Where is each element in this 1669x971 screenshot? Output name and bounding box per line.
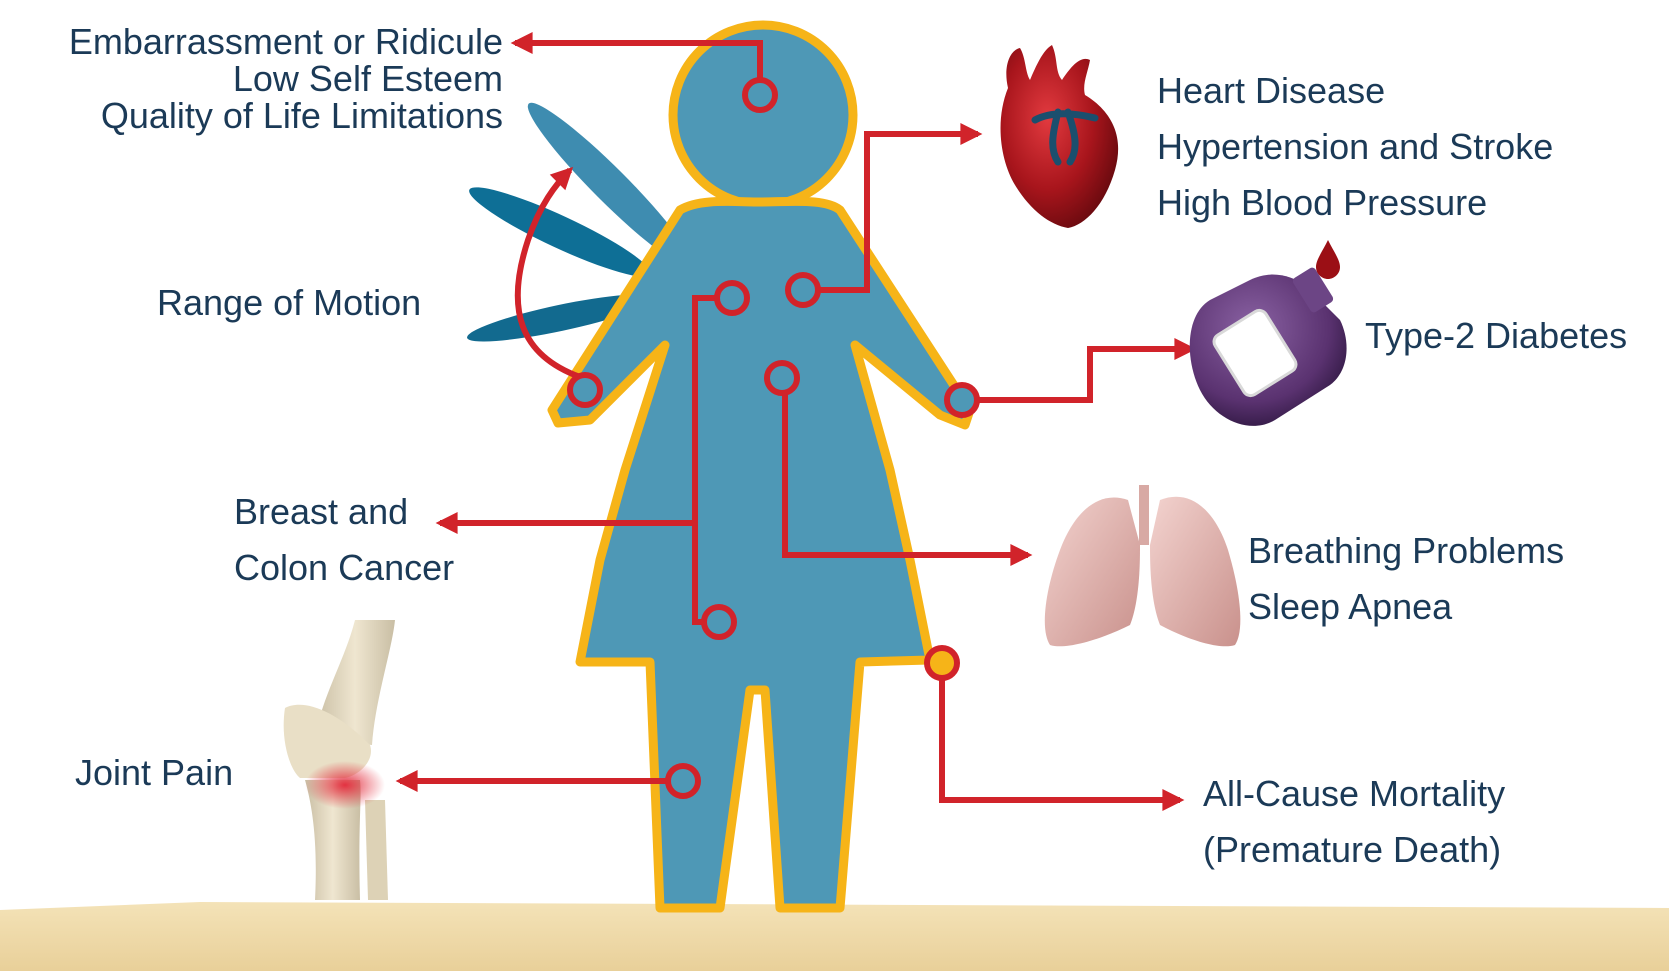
label-cancer-group: Breast and Colon Cancer — [234, 484, 454, 596]
label-self-esteem: Embarrassment or Ridicule Low Self Estee… — [69, 17, 503, 141]
label-type-2-diabetes-text: Type-2 Diabetes — [1365, 311, 1627, 361]
heart-icon — [1001, 45, 1119, 228]
node-abdomen — [767, 363, 797, 393]
label-range-of-motion-text: Range of Motion — [157, 278, 421, 328]
label-premature-death: (Premature Death) — [1203, 822, 1505, 878]
node-chest-left — [717, 283, 747, 313]
label-all-cause-mortality: All-Cause Mortality — [1203, 766, 1505, 822]
node-leg — [668, 766, 698, 796]
knee-joint-icon — [284, 620, 395, 900]
label-breathing-problems: Breathing Problems — [1248, 523, 1564, 579]
node-lower-abdomen — [704, 607, 734, 637]
blood-drop-icon — [1316, 240, 1340, 279]
node-head — [745, 80, 775, 110]
label-quality-of-life: Quality of Life Limitations — [69, 91, 503, 141]
label-breathing-group: Breathing Problems Sleep Apnea — [1248, 523, 1564, 635]
connector-mortality — [942, 663, 1180, 800]
label-mortality-group: All-Cause Mortality (Premature Death) — [1203, 766, 1505, 878]
label-colon-cancer: Colon Cancer — [234, 540, 454, 596]
label-range-of-motion: Range of Motion — [157, 278, 421, 328]
node-left-hand — [570, 375, 600, 405]
label-joint-pain-text: Joint Pain — [75, 748, 233, 798]
connector-hand-diabetes — [976, 349, 1192, 400]
node-right-hand — [947, 385, 977, 415]
glucose-meter-icon — [1190, 266, 1347, 426]
node-chest-right — [788, 275, 818, 305]
female-silhouette — [552, 25, 970, 908]
label-joint-pain: Joint Pain — [75, 748, 233, 798]
lungs-icon — [1045, 485, 1241, 646]
label-heart-group: Heart Disease Hypertension and Stroke Hi… — [1157, 63, 1553, 231]
label-heart-disease: Heart Disease — [1157, 63, 1553, 119]
label-type-2-diabetes: Type-2 Diabetes — [1365, 311, 1627, 361]
label-high-blood-pressure: High Blood Pressure — [1157, 175, 1553, 231]
label-breast-and: Breast and — [234, 484, 454, 540]
node-hip — [927, 648, 957, 678]
label-sleep-apnea: Sleep Apnea — [1248, 579, 1564, 635]
label-hypertension: Hypertension and Stroke — [1157, 119, 1553, 175]
